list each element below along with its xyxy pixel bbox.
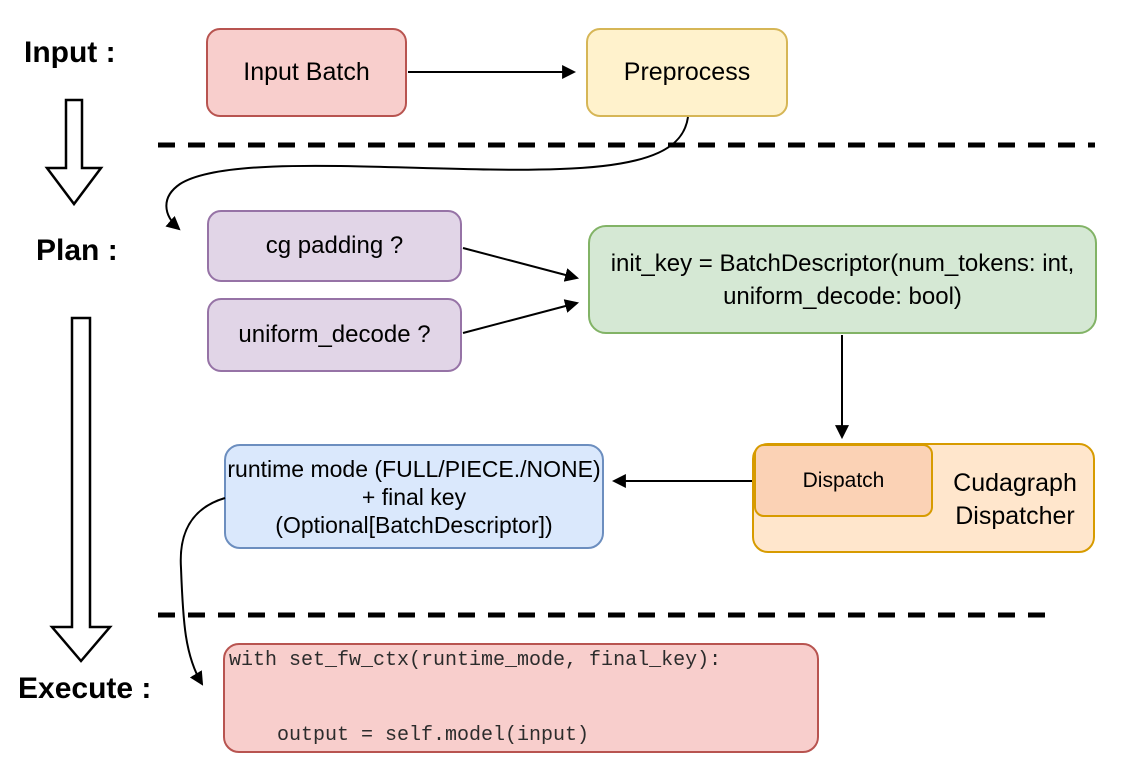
cudagraph-dispatcher-label: Cudagraph Dispatcher (935, 453, 1095, 546)
init-key-text: init_key = BatchDescriptor(num_tokens: i… (611, 247, 1075, 313)
connector-uniform-decode-to-init-key (462, 299, 580, 334)
node-cg-padding: cg padding ? (207, 210, 462, 282)
node-init-key: init_key = BatchDescriptor(num_tokens: i… (588, 225, 1097, 334)
cudagraph-dispatcher-line2: Dispatcher (955, 501, 1075, 530)
node-runtime-mode: runtime mode (FULL/PIECE./NONE) + final … (224, 444, 604, 549)
connector-cg-padding-to-init-key (462, 247, 580, 282)
connector-runtime-mode-to-execute-code (179, 497, 226, 686)
node-execute-code: with set_fw_ctx(runtime_mode, final_key)… (223, 643, 819, 753)
cudagraph-dispatcher-line1: Cudagraph (953, 468, 1077, 497)
execute-code-text: with set_fw_ctx(runtime_mode, final_key)… (225, 598, 721, 770)
runtime-mode-line1: runtime mode (FULL/PIECE./NONE) (227, 455, 601, 482)
node-preprocess: Preprocess (586, 28, 788, 117)
runtime-mode-text: runtime mode (FULL/PIECE./NONE) + final … (226, 455, 602, 539)
stage-label-input: Input : (24, 36, 116, 69)
node-dispatch: Dispatch (754, 444, 933, 517)
execute-code-line1: with set_fw_ctx(runtime_mode, final_key)… (229, 649, 722, 672)
stage-label-execute: Execute : (18, 672, 152, 705)
runtime-mode-line2: + final key (Optional[BatchDescriptor]) (275, 483, 553, 538)
node-input-batch: Input Batch (206, 28, 407, 117)
init-key-line2: uniform_decode: bool) (723, 282, 962, 310)
cudagraph-dispatcher-text: Cudagraph Dispatcher (953, 467, 1077, 533)
plan-to-execute-arrow-icon (49, 316, 113, 663)
init-key-line1: init_key = BatchDescriptor(num_tokens: i… (610, 249, 1075, 277)
node-uniform-decode: uniform_decode ? (207, 298, 462, 372)
stage-label-plan: Plan : (36, 234, 118, 267)
execute-code-line2: output = self.model(input) (229, 724, 590, 747)
input-to-plan-arrow-icon (44, 98, 104, 207)
